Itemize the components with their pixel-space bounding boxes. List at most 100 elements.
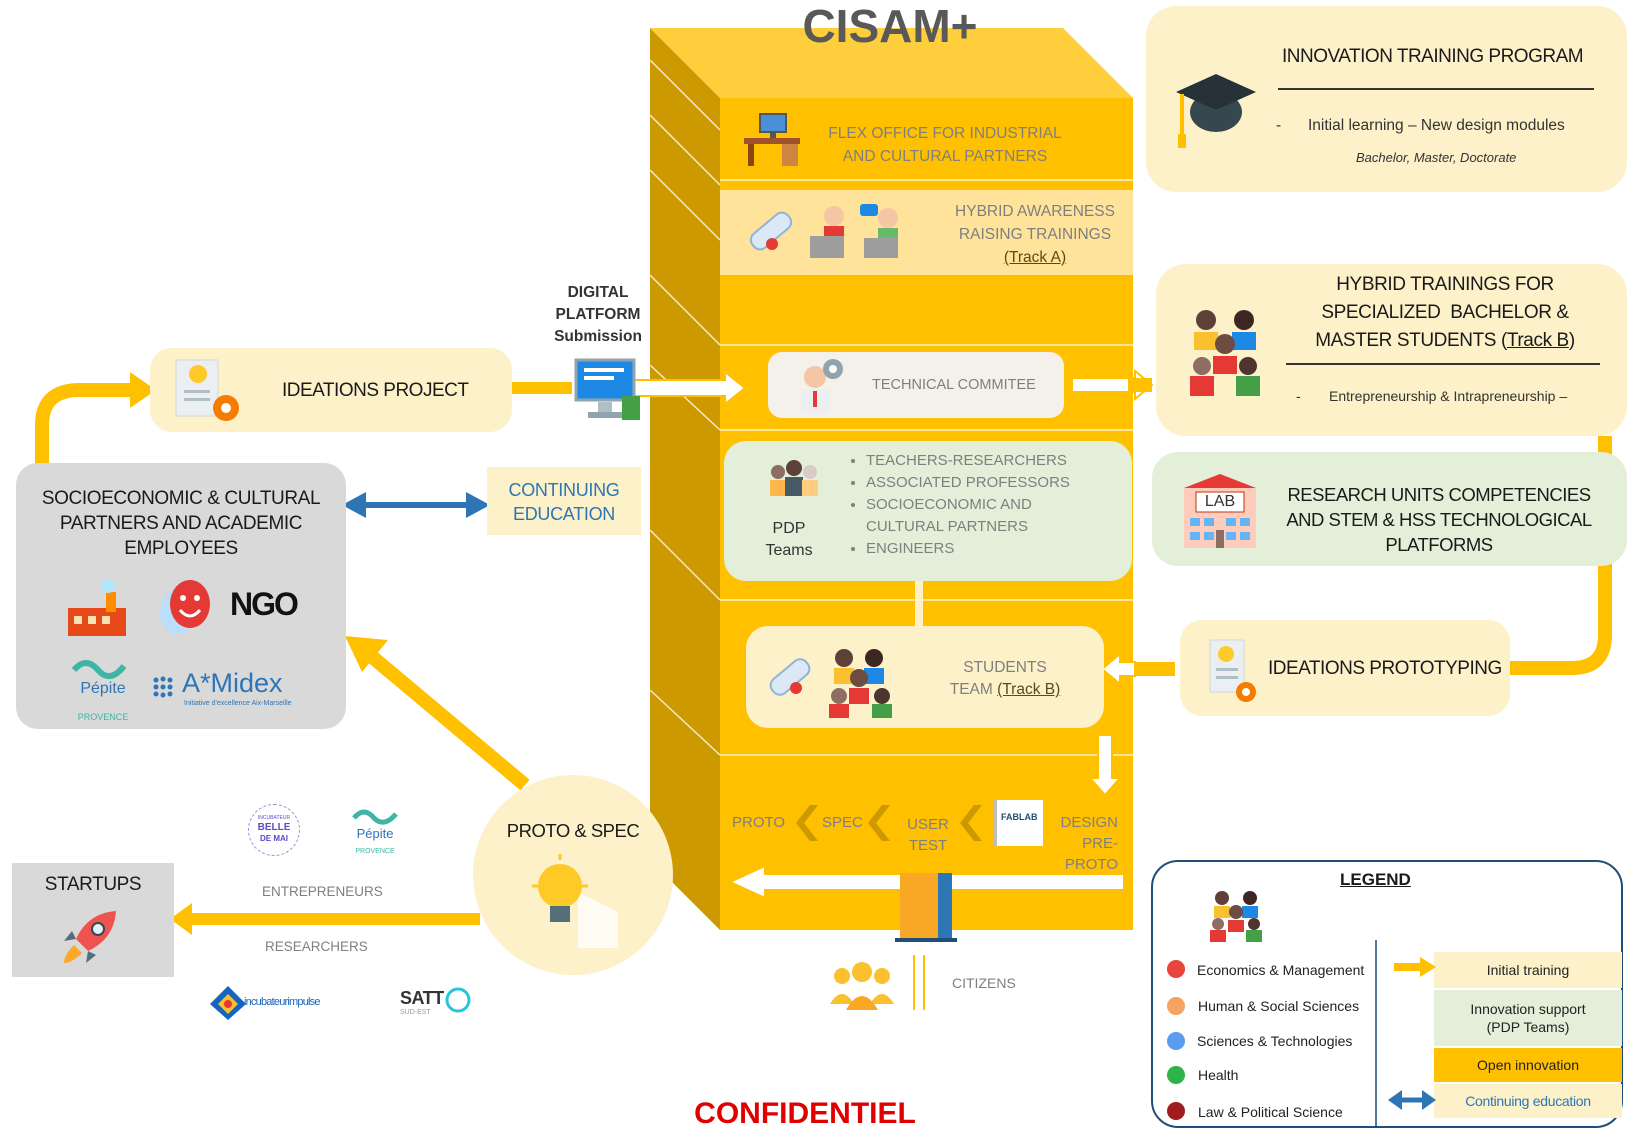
hybrid-awareness-label: HYBRID AWARENESS RAISING TRAININGS (Trac… bbox=[940, 200, 1130, 269]
pdp-member-engineers: ENGINEERS bbox=[866, 538, 1118, 560]
amidex-logo: A*Midex Initiative d'excellence Aix-Mars… bbox=[150, 668, 310, 718]
legend-dot-economics bbox=[1167, 960, 1185, 978]
pepite-logo-2: Pépite PROVENCE bbox=[350, 806, 400, 862]
to-startups-arrowhead bbox=[170, 903, 192, 935]
research-units-line-3: PLATFORMS bbox=[1385, 534, 1493, 555]
startups-label: STARTUPS bbox=[44, 874, 142, 895]
legend-innovation-support-swatch bbox=[1434, 990, 1622, 1046]
citizens-label: CITIZENS bbox=[952, 975, 1016, 991]
legend-dot-sciences bbox=[1167, 1032, 1185, 1050]
desk-icon bbox=[740, 110, 802, 168]
pdp-member-professors: ASSOCIATED PROFESSORS bbox=[866, 472, 1118, 494]
impulse-logo: incubateurimpulse bbox=[208, 984, 348, 1022]
innovation-program-line: Initial learning – New design modules bbox=[1308, 117, 1565, 134]
confidential-label: CONFIDENTIEL bbox=[694, 1097, 916, 1130]
pepite2-sub-label: PROVENCE bbox=[355, 848, 395, 855]
legend-sciences: Sciences & Technologies bbox=[1197, 1033, 1353, 1049]
research-units-label: RESEARCH UNITS COMPETENCIES AND STEM & H… bbox=[1270, 482, 1608, 557]
continuing-education-box bbox=[487, 467, 641, 535]
hybrid-trainings-line-3-suffix: ) bbox=[1568, 330, 1575, 351]
lab-building-icon: LAB bbox=[1180, 472, 1260, 550]
fablab-sign: FABLAB bbox=[994, 800, 1043, 846]
ngo-logo: NGO bbox=[230, 586, 299, 622]
student-group-icon-2 bbox=[1184, 300, 1266, 400]
digital-platform-line-1: DIGITAL bbox=[567, 284, 629, 301]
design-line-2: PRE-PROTO bbox=[1064, 835, 1118, 873]
pdp-label-line-2: Teams bbox=[765, 542, 813, 559]
diploma-icon bbox=[749, 211, 793, 251]
diploma-icon-2 bbox=[769, 658, 811, 696]
building-side-wall bbox=[650, 28, 720, 930]
legend-blue-arrowhead-left bbox=[1388, 1090, 1402, 1110]
continuing-education-label: CONTINUING EDUCATION bbox=[487, 478, 641, 526]
continuing-education-line-1: CONTINUING bbox=[508, 480, 620, 500]
legend-dot-health bbox=[1167, 1066, 1185, 1084]
students-team-box bbox=[746, 626, 1104, 728]
amidex-sub-label: Initiative d'excellence Aix-Marseille bbox=[184, 700, 292, 707]
legend-open-innovation-swatch bbox=[1434, 1048, 1622, 1082]
pdp-member-teachers: TEACHERS-RESEARCHERS bbox=[866, 450, 1118, 472]
legend-initial-training-swatch bbox=[1434, 952, 1622, 988]
partners-title-line-2: PARTNERS AND ACADEMIC bbox=[59, 513, 303, 534]
legend-title: LEGEND bbox=[1340, 870, 1411, 889]
digital-platform-line-2: PLATFORM bbox=[555, 306, 641, 323]
pdp-member-partners: SOCIOECONOMIC AND CULTURAL PARTNERS bbox=[866, 494, 1066, 538]
hybrid-awareness-line-2: RAISING TRAININGS bbox=[958, 226, 1112, 243]
students-down-arrow bbox=[1087, 734, 1123, 797]
hybrid-trainings-line-1: HYBRID TRAININGS FOR bbox=[1336, 274, 1554, 295]
ideations-prototyping-label: IDEATIONS PROTOTYPING bbox=[1268, 658, 1502, 679]
legend-continuing-education-swatch bbox=[1434, 1084, 1622, 1118]
continuing-education-arrowhead-right bbox=[466, 492, 490, 518]
flex-office-label: FLEX OFFICE FOR INDUSTRIAL AND CULTURAL … bbox=[820, 122, 1070, 168]
innovation-program-divider bbox=[1278, 88, 1594, 90]
user-test-step: USER TEST bbox=[898, 814, 958, 856]
spec-step: SPEC bbox=[822, 814, 863, 831]
partners-title-line-3: EMPLOYEES bbox=[124, 538, 238, 559]
hybrid-trainings-title: HYBRID TRAININGS FOR SPECIALIZED BACHELO… bbox=[1290, 271, 1600, 355]
committee-person-icon bbox=[795, 355, 853, 415]
student-group-icon bbox=[829, 649, 892, 718]
to-startups-arrow-bar bbox=[190, 913, 480, 925]
researchers-label: RESEARCHERS bbox=[265, 939, 368, 954]
ideations-project-label: IDEATIONS PROJECT bbox=[282, 380, 469, 401]
proto-step: PROTO bbox=[732, 814, 786, 831]
legend-student-group-icon bbox=[1206, 888, 1266, 942]
students-icons bbox=[764, 644, 914, 720]
legend-innovation-support-line-1: Innovation support bbox=[1470, 1001, 1586, 1017]
continuing-education-arrowhead-left bbox=[342, 492, 366, 518]
research-units-line-1: RESEARCH UNITS COMPETENCIES bbox=[1287, 484, 1591, 505]
door-step bbox=[895, 938, 957, 942]
rocket-icon bbox=[58, 905, 122, 969]
hybrid-trainings-line-2: SPECIALIZED BACHELOR & bbox=[1321, 302, 1569, 323]
hybrid-awareness-track: (Track A) bbox=[1003, 249, 1067, 266]
students-team-label: STUDENTS TEAM (Track B) bbox=[930, 657, 1080, 701]
legend-continuing-education: Continuing education bbox=[1465, 1093, 1591, 1109]
innovation-program-dash: - bbox=[1276, 117, 1282, 134]
digital-platform-label: DIGITAL PLATFORM Submission bbox=[548, 282, 648, 348]
hybrid-awareness-band bbox=[720, 190, 1133, 275]
legend-yellow-arrowhead bbox=[1420, 957, 1436, 977]
pepite-sub-label: PROVENCE bbox=[77, 712, 129, 722]
design-line-1: DESIGN bbox=[1060, 814, 1118, 831]
user-test-line-1: USER bbox=[907, 816, 949, 833]
belle-de-mai-line-2: BELLE bbox=[257, 822, 291, 833]
hybrid-trainings-track: Track B bbox=[1506, 330, 1569, 351]
proto-to-students-arrowhead bbox=[1100, 651, 1136, 687]
fablab-label: FABLAB bbox=[1001, 812, 1038, 822]
hybrid-awareness-line-1: HYBRID AWARENESS bbox=[955, 203, 1115, 220]
proto-spec-label: PROTO & SPEC bbox=[506, 820, 640, 841]
legend-innovation-support: Innovation support (PDP Teams) bbox=[1434, 1000, 1622, 1036]
lightbulb-icon bbox=[528, 852, 624, 948]
theatre-masks-icon bbox=[154, 576, 216, 640]
floor-lines bbox=[649, 59, 1133, 756]
pdp-label-line-1: PDP bbox=[772, 520, 806, 537]
partners-title: SOCIOECONOMIC & CULTURAL PARTNERS AND AC… bbox=[26, 486, 336, 561]
legend-economics: Economics & Management bbox=[1197, 962, 1365, 978]
factory-icon bbox=[66, 578, 132, 638]
pepite-logo: Pépite PROVENCE bbox=[68, 656, 138, 726]
pdp-students-connector bbox=[915, 580, 923, 628]
proto-to-partners-arrow bbox=[365, 649, 530, 791]
legend-initial-training: Initial training bbox=[1486, 962, 1570, 978]
lab-label: LAB bbox=[1204, 493, 1236, 510]
